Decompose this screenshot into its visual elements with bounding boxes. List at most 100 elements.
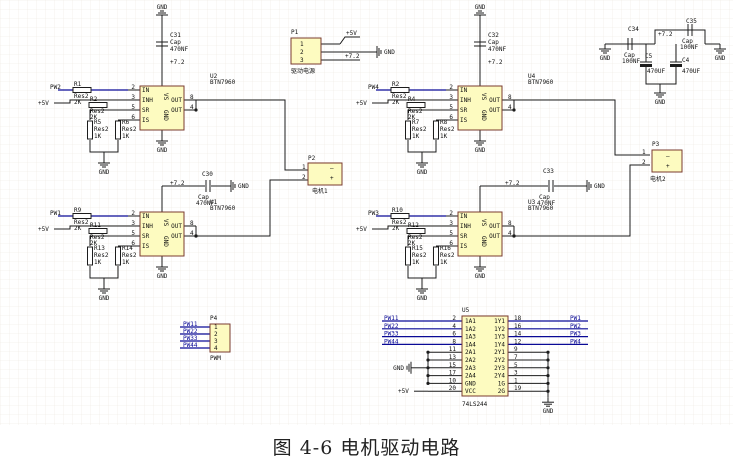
connector-p1-body (290, 37, 322, 65)
capacitor-ref: C4 (682, 57, 690, 64)
connector-name: 驱动电源 (291, 67, 315, 75)
resistor-sr (405, 120, 411, 140)
resistor-value: 1K (122, 259, 130, 266)
buffer-pin-left: 1A2 (465, 326, 476, 333)
driver-ref: U1 (210, 199, 218, 206)
resistor-value: 1K (94, 133, 102, 140)
wire-motor2-a (514, 99, 650, 156)
connector-name: PWM (210, 355, 221, 362)
resistor-value: 2K (74, 225, 82, 232)
net-label: PW11 (384, 315, 399, 322)
gnd-label: GND (157, 147, 168, 154)
capacitor-type: Cap (198, 194, 209, 201)
wire-inh (372, 99, 446, 104)
resistor-ref: R6 (122, 119, 130, 126)
gnd-symbol: GND (582, 180, 605, 192)
driver-vs-pin: VS (162, 219, 169, 227)
driver-pin-inh: INH (142, 97, 153, 104)
driver-pin-out: OUT (171, 97, 182, 104)
driver-pin-is: IS (142, 243, 150, 250)
junction-dot (194, 108, 198, 112)
pin-number: 4 (190, 104, 194, 111)
resistor-value: 2K (408, 240, 416, 247)
pin-number: 4 (190, 230, 194, 237)
connector-ref: P3 (652, 141, 660, 148)
capacitor-value: 470NF (196, 200, 214, 207)
resistor-is (433, 120, 439, 140)
net-label: PW22 (384, 323, 399, 330)
driver-part: BTN7960 (210, 205, 236, 212)
gnd-label: GND (417, 295, 428, 302)
connector-ref: P1 (291, 29, 299, 36)
connector-ref: P2 (308, 155, 316, 162)
resistor-in (72, 213, 92, 219)
resistor-ref: R15 (412, 245, 423, 252)
pin-number: 16 (514, 323, 522, 330)
resistor-inh (88, 102, 108, 108)
capacitor-ref: C5 (645, 53, 653, 60)
gnd-label: GND (238, 183, 249, 190)
resistor-type: Res2 (392, 93, 407, 100)
pin-number: 2 (449, 84, 453, 91)
gnd-label: GND (157, 4, 168, 11)
gnd-label: GND (600, 55, 611, 62)
pin-number: 18 (514, 315, 522, 322)
resistor-type: Res2 (408, 108, 423, 115)
net-label: PW1 (50, 210, 61, 217)
wire-motor2-b (514, 164, 650, 237)
pin-number: 5 (514, 362, 518, 369)
resistor-ref: R10 (392, 207, 403, 214)
pin-number: 17 (449, 370, 457, 377)
buffer-part: 74LS244 (462, 401, 488, 408)
net-label: PW4 (368, 84, 379, 91)
resistor-value: 2K (90, 240, 98, 247)
wire-inh (54, 225, 128, 230)
net-label: +5V (356, 226, 367, 233)
wire-motor1-a (196, 99, 298, 171)
buffer-pin-left: VCC (465, 388, 476, 395)
buffer-pin-left: 2A2 (465, 357, 476, 364)
junction-dot (546, 381, 550, 385)
buffer-pin-right: 1Y4 (494, 341, 505, 348)
decoupling-wire (654, 29, 706, 44)
buffer-pin-right: 2Y2 (494, 357, 505, 364)
net-label: PW33 (384, 331, 399, 338)
driver-pin-inh: INH (142, 223, 153, 230)
buffer-pin-right: 2G (498, 388, 506, 395)
junction-dot (546, 358, 550, 362)
gnd-symbol: GND (226, 180, 249, 192)
resistor-value: 1K (412, 259, 420, 266)
resistor-type: Res2 (412, 252, 427, 259)
connector-pin-number: 2 (642, 159, 646, 166)
driver-vs-pin: VS (480, 219, 487, 227)
resistor-type: Res2 (122, 252, 137, 259)
driver-chip-u3 (457, 211, 503, 257)
pin-number: 3 (449, 220, 453, 227)
resistor-value: 2K (392, 99, 400, 106)
resistor-inh (406, 228, 426, 234)
connector-pin-number: 1 (642, 149, 646, 156)
junction-dot (426, 374, 430, 378)
resistor-ref: R1 (74, 81, 82, 88)
gnd-label: GND (99, 295, 110, 302)
pin-number: 6 (452, 331, 456, 338)
capacitor-ref: C35 (686, 18, 697, 25)
resistor-ref: R2 (392, 81, 400, 88)
gnd-symbol: GND (156, 262, 168, 280)
resistor-type: Res2 (392, 219, 407, 226)
resistor-type: Res2 (94, 126, 109, 133)
driver-pin-out: OUT (171, 223, 182, 230)
resistor-inh (406, 102, 426, 108)
driver-pin-out: OUT (489, 223, 500, 230)
figure-caption: 图 4-6 电机驱动电路 (272, 437, 461, 459)
pin-number: 13 (449, 354, 457, 361)
junction-dot (546, 374, 550, 378)
capacitor-value: 470NF (488, 46, 506, 53)
buffer-pin-left: 1A4 (465, 341, 476, 348)
resistor-is (115, 246, 121, 266)
resistor-ref: R16 (440, 245, 451, 252)
connector-p2-body (307, 162, 343, 186)
driver-part: BTN7960 (210, 79, 236, 86)
capacitor-type: Cap (624, 52, 635, 59)
